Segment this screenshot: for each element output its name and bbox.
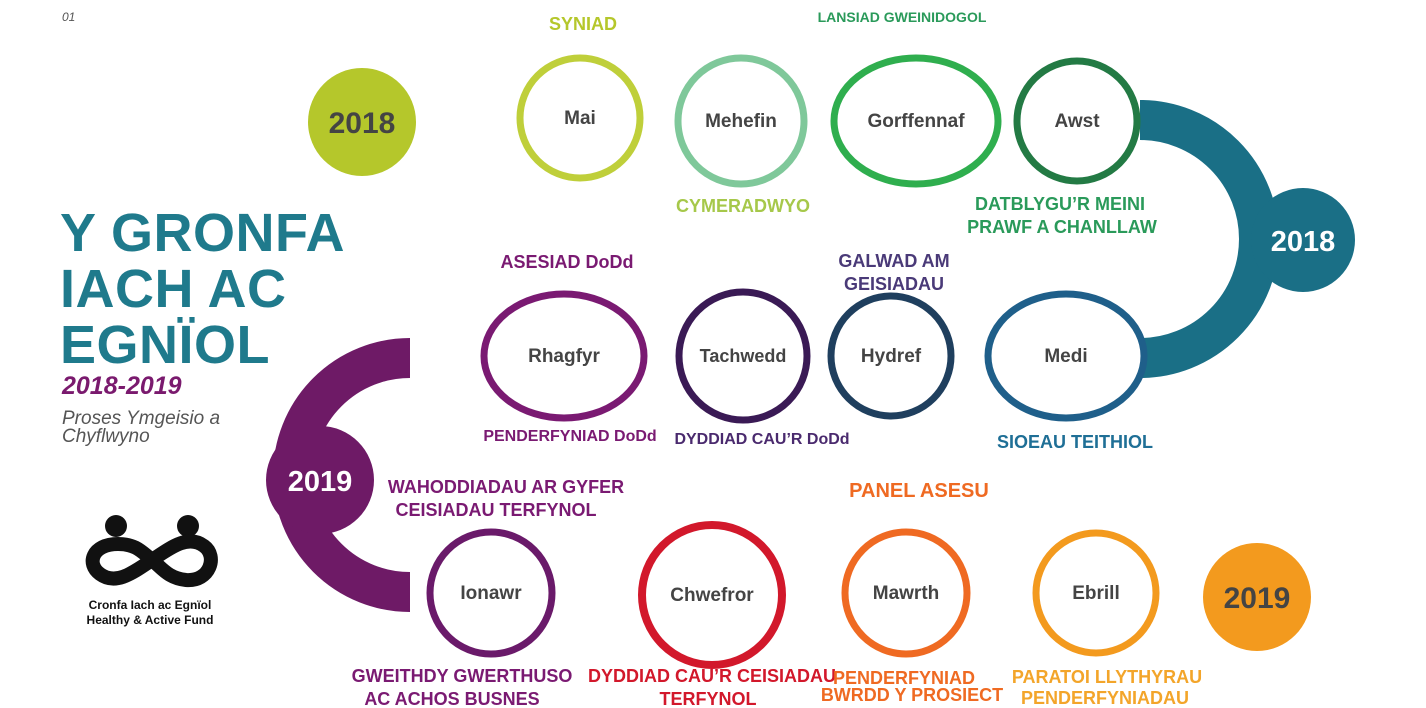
month-node-hydref: Hydref — [827, 292, 955, 420]
label-penderfyniad-2: BWRDD Y PROSIECT — [821, 685, 1003, 705]
title-years: 2018-2019 — [62, 372, 182, 400]
label-sioeau-teithiol: SIOEAU TEITHIOL — [997, 432, 1153, 452]
label-wahoddiadau-1: WAHODDIADAU AR GYFER — [388, 477, 624, 497]
label-datblygu-2: PRAWF A CHANLLAW — [967, 217, 1157, 237]
subtitle-line-2: Chyflwyno — [62, 426, 150, 447]
svg-text:2018: 2018 — [329, 107, 396, 140]
svg-text:Ionawr: Ionawr — [460, 583, 522, 604]
year-badge-2019-end: 2019 — [1203, 543, 1311, 651]
year-badge-2018-turn: 2018 — [1251, 188, 1355, 292]
label-dyddiad-cau-dodd: DYDDIAD CAU’R DoDd — [674, 431, 849, 448]
label-paratoi-1: PARATOI LLYTHYRAU — [1012, 667, 1202, 687]
svg-text:2018: 2018 — [1271, 226, 1336, 258]
svg-text:Ebrill: Ebrill — [1072, 583, 1120, 604]
svg-text:Mehefin: Mehefin — [705, 111, 777, 132]
svg-text:2019: 2019 — [1224, 582, 1291, 615]
year-badge-2019-turn: 2019 — [266, 426, 374, 534]
fund-logo-icon — [85, 515, 218, 587]
month-node-ionawr: Ionawr — [426, 528, 556, 658]
label-cymeradwyo: CYMERADWYO — [676, 196, 810, 216]
logo-text: Cronfa Iach ac Egnïol Healthy & Active F… — [40, 598, 260, 628]
month-node-awst: Awst — [1013, 57, 1141, 185]
logo-text-cy: Cronfa Iach ac Egnïol — [88, 598, 212, 612]
label-penderfyniad-dodd: PENDERFYNIAD DoDd — [483, 428, 656, 445]
month-node-mehefin: Mehefin — [674, 54, 808, 188]
month-node-chwefror: Chwefror — [638, 521, 786, 669]
title-line-2: IACH AC — [60, 259, 287, 319]
month-node-tachwedd: Tachwedd — [675, 288, 811, 424]
svg-text:Mawrth: Mawrth — [873, 583, 940, 604]
label-gweithdy-1: GWEITHDY GWERTHUSO — [352, 666, 573, 686]
svg-text:Awst: Awst — [1054, 111, 1100, 132]
timeline-curve-right — [1139, 100, 1279, 378]
month-node-medi: Medi — [984, 290, 1148, 422]
month-node-mai: Mai — [516, 54, 644, 182]
title-line-3: EGNÏOL — [60, 315, 271, 375]
page-title: Y GRONFA IACH AC EGNÏOL — [60, 205, 345, 373]
svg-text:Gorffennaf: Gorffennaf — [867, 111, 965, 132]
label-geisiadau: GEISIADAU — [844, 274, 944, 294]
label-panel-asesu: PANEL ASESU — [849, 480, 989, 502]
label-wahoddiadau-2: CEISIADAU TERFYNOL — [395, 500, 596, 520]
svg-text:Hydref: Hydref — [861, 346, 922, 367]
title-line-1: Y GRONFA — [60, 203, 346, 263]
svg-text:Mai: Mai — [564, 108, 596, 129]
subtitle: Proses Ymgeisio a Chyflwyno — [62, 408, 262, 447]
year-badge-2018-start: 2018 — [308, 68, 416, 176]
label-gweithdy-2: AC ACHOS BUSNES — [364, 689, 539, 708]
label-lansiad-gweinidogol: LANSIAD GWEINIDOGOL — [818, 9, 987, 25]
svg-text:2019: 2019 — [288, 466, 353, 498]
label-syniad: SYNIAD — [549, 14, 617, 34]
svg-text:Rhagfyr: Rhagfyr — [528, 346, 600, 367]
subtitle-line-1: Proses Ymgeisio a — [62, 408, 221, 429]
month-node-rhagfyr: Rhagfyr — [480, 290, 648, 422]
month-node-ebrill: Ebrill — [1032, 529, 1160, 657]
label-asesiad-dodd: ASESIAD DoDd — [500, 252, 633, 272]
label-paratoi-2: PENDERFYNIADAU — [1021, 688, 1189, 708]
svg-text:Medi: Medi — [1044, 346, 1087, 367]
logo-text-en: Healthy & Active Fund — [86, 613, 214, 627]
month-node-mawrth: Mawrth — [841, 528, 971, 658]
label-penderfyniad-1: PENDERFYNIAD — [833, 668, 975, 688]
month-node-gorffennaf: Gorffennaf — [830, 54, 1002, 188]
label-dyddiad-cau-ceisiadau-2: TERFYNOL — [660, 689, 757, 708]
svg-text:Chwefror: Chwefror — [670, 585, 754, 606]
svg-text:Tachwedd: Tachwedd — [700, 346, 787, 366]
label-datblygu-1: DATBLYGU’R MEINI — [975, 194, 1145, 214]
page-number: 01 — [62, 10, 76, 24]
label-galwad-am: GALWAD AM — [838, 251, 949, 271]
label-dyddiad-cau-ceisiadau-1: DYDDIAD CAU’R CEISIADAU — [588, 666, 836, 686]
